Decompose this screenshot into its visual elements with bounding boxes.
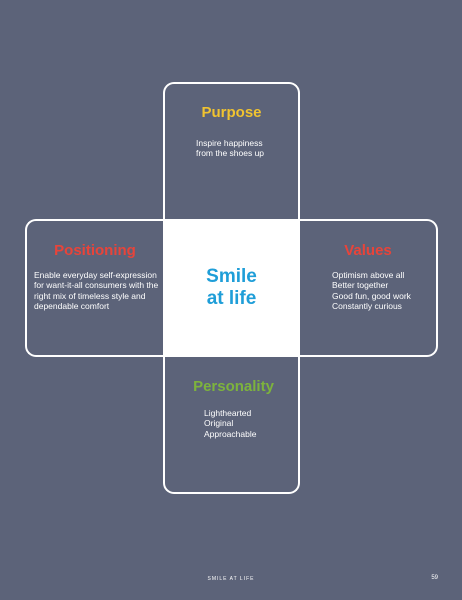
footer-title: SMILE AT LIFE <box>207 576 255 582</box>
personality-line: Original <box>204 418 234 429</box>
purpose-line: Inspire happiness <box>196 138 263 148</box>
center-line: at life <box>206 288 257 309</box>
positioning-line: Enable everyday self-expression <box>34 270 157 280</box>
positioning-line: for want-it-all consumers with the <box>34 280 159 291</box>
personality-panel <box>163 355 300 494</box>
personality-heading: Personality <box>193 378 274 395</box>
values-heading: Values <box>344 242 392 259</box>
page-number: 59 <box>431 575 438 581</box>
positioning-line: right mix of timeless style and <box>34 290 146 301</box>
center-square: Smile at life <box>163 219 300 357</box>
personality-line: Lighthearted <box>204 408 252 418</box>
personality-line: Approachable <box>204 428 257 439</box>
purpose-text: Inspire happiness from the shoes up <box>196 138 264 159</box>
values-line: Good fun, good work <box>332 290 411 301</box>
center-line: Smile <box>206 266 257 287</box>
values-line: Optimism above all <box>332 270 405 280</box>
purpose-heading: Purpose <box>201 104 262 121</box>
positioning-heading: Positioning <box>54 242 136 259</box>
positioning-panel <box>25 219 165 357</box>
purpose-line: from the shoes up <box>196 148 265 159</box>
values-panel <box>298 219 438 357</box>
values-line: Constantly curious <box>332 300 402 311</box>
values-text: Optimism above all Better together Good … <box>332 270 411 311</box>
values-line: Better together <box>332 280 389 291</box>
positioning-line: dependable comfort <box>34 300 110 311</box>
purpose-panel <box>163 82 300 222</box>
positioning-text: Enable everyday self-expression for want… <box>34 270 158 311</box>
personality-text: Lighthearted Original Approachable <box>204 408 256 439</box>
